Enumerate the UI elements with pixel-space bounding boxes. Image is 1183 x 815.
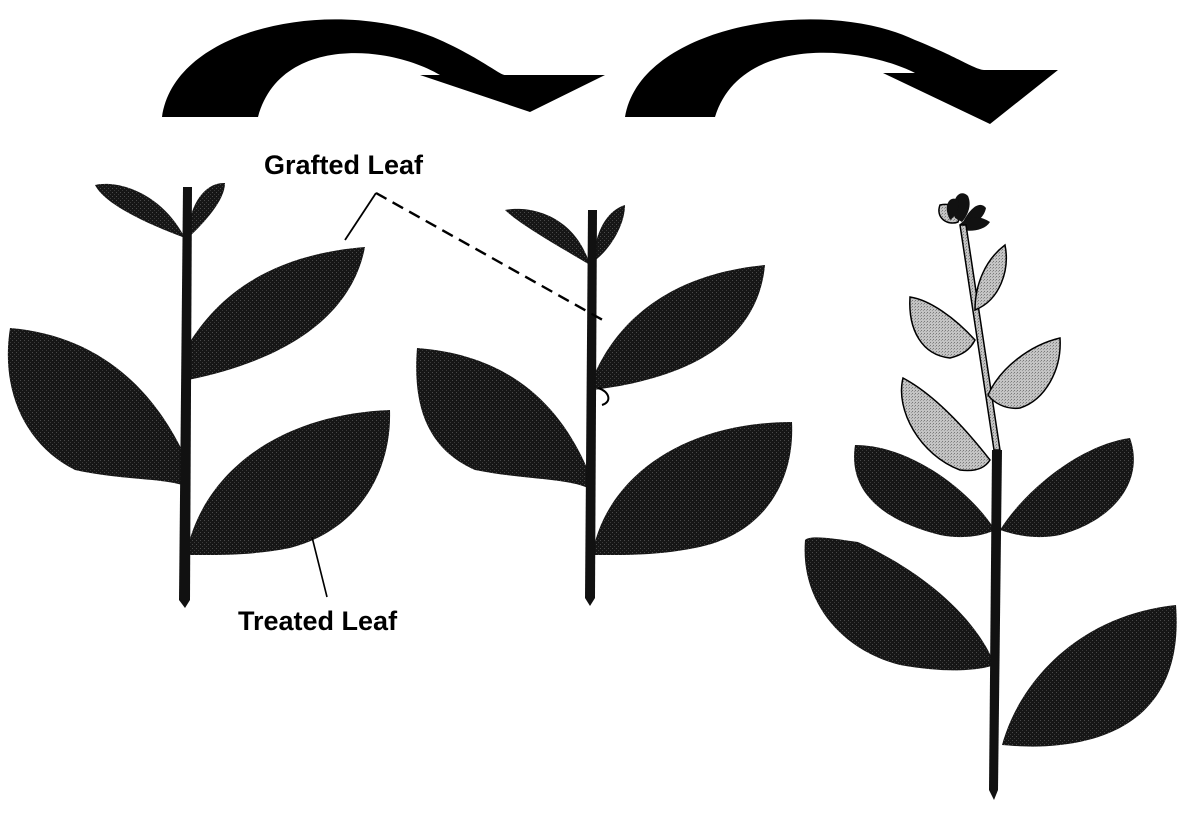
leaf [505,209,590,265]
treated-leaf-label: Treated Leaf [238,606,398,636]
plant-2 [416,205,792,606]
stem [585,210,597,606]
graft-site [598,388,608,405]
treated-leaf-leader-line [312,537,327,597]
leaf [592,422,792,555]
leaf [592,265,765,390]
plant-3 [805,193,1177,800]
light-leaf [902,378,990,471]
leaf [188,183,225,238]
leaf [805,537,995,670]
leaf [95,184,185,238]
grafted-leaf-label: Grafted Leaf [264,150,424,180]
leaf [186,410,390,555]
stem [179,187,192,608]
plant-1 [8,183,390,608]
leaf [188,247,365,380]
leaf [1002,605,1177,747]
light-leaf [910,297,975,358]
stem-lower [989,450,1002,800]
grafted-leaf-leader-line [345,193,376,240]
process-arrow-1 [162,19,605,117]
graft-transfer-dashed-line [376,193,608,323]
process-arrow-2 [625,19,1058,124]
light-leaf [988,338,1060,408]
leaf [8,328,182,485]
leaf [1000,438,1134,537]
leaf [593,205,625,262]
leaf [416,348,588,488]
light-leaf [975,245,1006,310]
